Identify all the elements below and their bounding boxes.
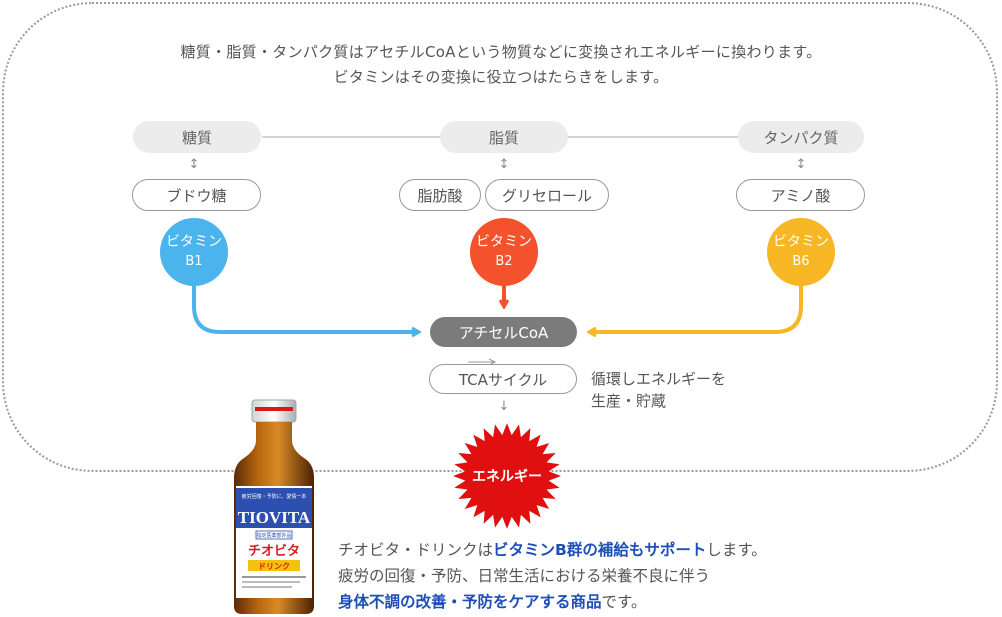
vitamin-b6-name: ビタミン xyxy=(773,234,829,250)
energy-label: エネルギー xyxy=(472,469,542,485)
tca-to-energy-arrow: ↓ xyxy=(498,399,510,414)
description-line-3: 身体不調の改善・予防をケアする商品です。 xyxy=(338,593,647,611)
component-glycerol: グリセロール xyxy=(485,179,609,211)
arrow-b6 xyxy=(590,286,803,332)
tca-note-line-1: 循環しエネルギーを xyxy=(591,370,727,388)
tca-note-line-2: 生産・貯蔵 xyxy=(591,392,667,410)
nutrient-fat: 脂質 xyxy=(440,121,568,153)
description-line-2: 疲労の回復・予防、日常生活における栄養不良に伴う xyxy=(338,567,711,585)
energy-burst xyxy=(453,423,561,529)
product-description: チオビタ・ドリンクはビタミンB群の補給もサポートします。 疲労の回復・予防、日常… xyxy=(338,537,767,615)
bottle-type: ドリンク xyxy=(258,561,290,571)
nutrient-sugar: 糖質 xyxy=(133,121,261,153)
component-glucose: ブドウ糖 xyxy=(132,179,261,211)
vitamin-b1-circle: ビタミン B1 xyxy=(160,218,228,286)
bottle-tagline: 疲労回復・予防に、愛情一本 xyxy=(242,493,307,500)
bottle-brand: TIOVITA xyxy=(238,508,311,527)
acetyl-coa-node: アチセルCoA xyxy=(430,317,577,347)
vitamin-b1-name: ビタミン xyxy=(166,234,222,250)
vitamin-b2-circle: ビタミン B2 xyxy=(470,218,538,286)
component-fatty-acid: 脂肪酸 xyxy=(399,179,481,211)
protein-conversion-arrow: ↕ xyxy=(795,157,807,172)
bottle-category: 指定医薬部外品 xyxy=(256,532,291,539)
intro-line-2: ビタミンはその変換に役立つはたらきをします。 xyxy=(333,68,669,86)
bottle-name: チオビタ xyxy=(248,543,300,559)
sugar-conversion-arrow: ↕ xyxy=(188,157,200,172)
vitamin-b2-sub: B2 xyxy=(495,254,513,269)
highlight-care: 身体不調の改善・予防をケアする商品 xyxy=(338,593,602,611)
tca-cycle-node: TCAサイクル xyxy=(429,364,577,394)
description-line-1: チオビタ・ドリンクはビタミンB群の補給もサポートします。 xyxy=(338,541,767,559)
nutrient-protein: タンパク質 xyxy=(738,121,864,153)
fat-conversion-arrow: ↕ xyxy=(498,157,510,172)
arrow-b1 xyxy=(192,286,418,332)
vitamin-b6-circle: ビタミン B6 xyxy=(767,218,835,286)
vitamin-b1-sub: B1 xyxy=(185,254,203,269)
vitamin-b2-name: ビタミン xyxy=(476,234,532,250)
highlight-vitamin-b: ビタミンB群の補給もサポート xyxy=(493,541,707,559)
component-amino-acid: アミノ酸 xyxy=(736,179,865,211)
tiovita-bottle-image: 疲労回復・予防に、愛情一本 TIOVITA 指定医薬部外品 チオビタ ドリンク xyxy=(234,399,314,614)
vitamin-b6-sub: B6 xyxy=(792,254,810,269)
tca-note: 循環しエネルギーを 生産・貯蔵 xyxy=(591,368,726,412)
intro-line-1: 糖質・脂質・タンパク質はアセチルCoAという物質などに変換されエネルギーに換わり… xyxy=(180,43,822,61)
